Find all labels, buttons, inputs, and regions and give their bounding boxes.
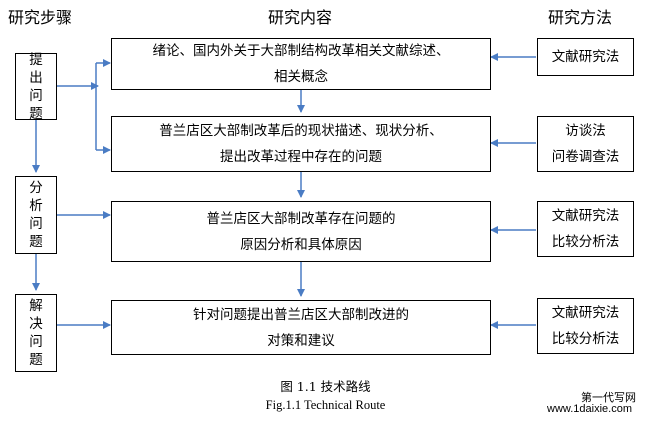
step-box-raise-problem: 提出问题 — [15, 51, 57, 122]
content-line-2: 提出改革过程中存在的问题 — [220, 149, 382, 165]
content-line-1: 绪论、国内外关于大部制结构改革相关文献综述、 — [152, 43, 450, 59]
content-box-cause-analysis: 普兰店区大部制改革存在问题的 原因分析和具体原因 — [111, 201, 491, 262]
content-line-2: 相关概念 — [274, 69, 328, 85]
figure-caption-zh: 图 1.1 技术路线 — [280, 379, 371, 394]
step-label: 分析问题 — [29, 180, 43, 250]
step-box-solve-problem: 解决问题 — [15, 294, 57, 372]
method-line-1: 文献研究法 — [551, 305, 620, 321]
step-label: 解决问题 — [29, 298, 43, 368]
method-line-2: 问卷调查法 — [551, 149, 620, 165]
method-line-2: 比较分析法 — [551, 234, 620, 250]
step-label: 提出问题 — [29, 51, 43, 122]
method-line-1: 文献研究法 — [551, 49, 620, 65]
content-line-2: 原因分析和具体原因 — [240, 236, 362, 253]
content-line-1: 普兰店区大部制改革后的现状描述、现状分析、 — [159, 123, 443, 139]
content-box-current-status: 普兰店区大部制改革后的现状描述、现状分析、 提出改革过程中存在的问题 — [111, 116, 491, 172]
method-box-4: 文献研究法 比较分析法 — [537, 298, 634, 354]
step-box-analyze-problem: 分析问题 — [15, 176, 57, 254]
method-line-1: 文献研究法 — [551, 208, 620, 224]
header-research-methods: 研究方法 — [548, 8, 613, 27]
method-line-2: 比较分析法 — [551, 331, 620, 347]
method-box-3: 文献研究法 比较分析法 — [537, 201, 634, 257]
method-line-1: 访谈法 — [565, 123, 606, 139]
watermark-name: 第一代写网 — [581, 391, 636, 404]
watermark-url: www.1daixie.com — [547, 403, 632, 415]
content-box-literature-review: 绪论、国内外关于大部制结构改革相关文献综述、 相关概念 — [111, 38, 491, 90]
content-line-1: 针对问题提出普兰店区大部制改进的 — [193, 306, 409, 323]
method-box-2: 访谈法 问卷调查法 — [537, 116, 634, 172]
header-research-steps: 研究步骤 — [8, 8, 73, 27]
method-box-1: 文献研究法 — [537, 38, 634, 76]
header-research-content: 研究内容 — [268, 8, 333, 27]
figure-caption-en: Fig.1.1 Technical Route — [265, 398, 386, 412]
content-box-countermeasures: 针对问题提出普兰店区大部制改进的 对策和建议 — [111, 300, 491, 355]
content-line-1: 普兰店区大部制改革存在问题的 — [206, 210, 396, 227]
content-line-2: 对策和建议 — [267, 332, 335, 349]
